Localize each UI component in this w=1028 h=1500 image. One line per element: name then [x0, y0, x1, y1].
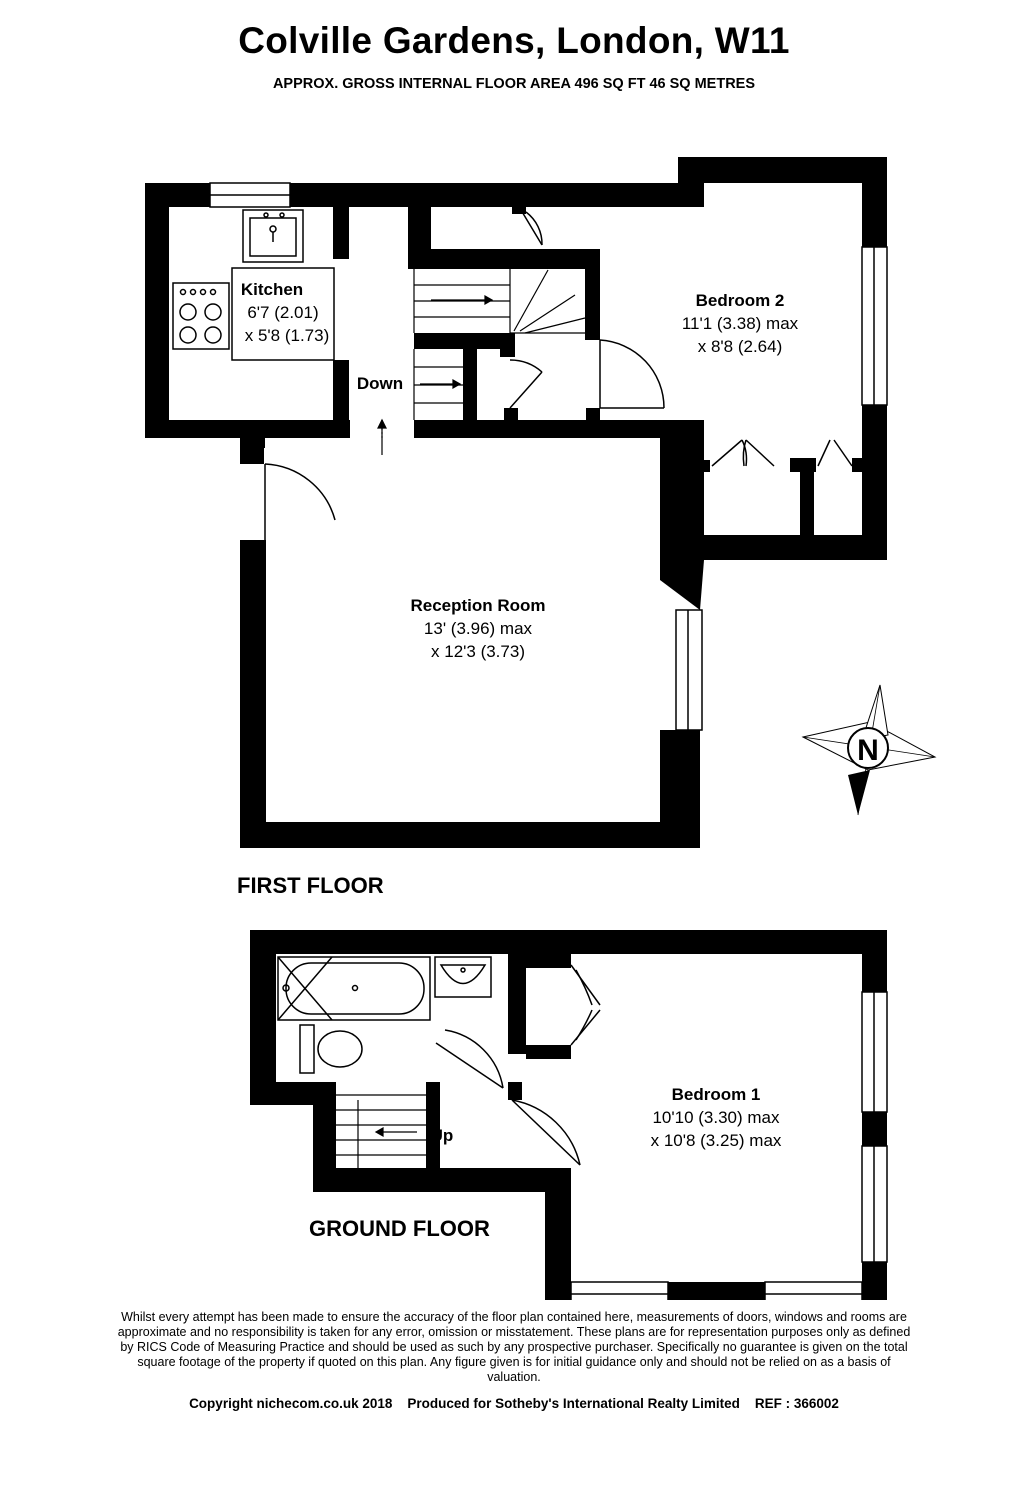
bedroom1-name: Bedroom 1 — [672, 1085, 761, 1104]
first-floor-windows — [209, 182, 888, 731]
bedroom1-dim-2: x 10'8 (3.25) max — [651, 1131, 782, 1150]
kitchen-dim-1: 6'7 (2.01) — [247, 303, 318, 322]
bathroom-fittings — [277, 956, 504, 1089]
copyright-line: Copyright nichecom.co.uk 2018 Produced f… — [189, 1396, 839, 1411]
kitchen-dim-2: x 5'8 (1.73) — [245, 326, 330, 345]
ground-floor-doors — [511, 964, 601, 1166]
first-floor-plan — [145, 157, 887, 848]
ground-floor-label: GROUND FLOOR — [309, 1216, 490, 1241]
page-title: Colville Gardens, London, W11 — [238, 20, 790, 61]
floor-plan-drawing: Kitchen 6'7 (2.01) x 5'8 (1.73) Bedroom … — [145, 157, 937, 1300]
bedroom2-dim-1: 11'1 (3.38) max — [682, 314, 799, 333]
kitchen-name: Kitchen — [241, 280, 303, 299]
ground-floor-plan — [250, 930, 887, 1300]
bedroom1-dim-1: 10'10 (3.30) max — [652, 1108, 780, 1127]
ground-floor-windows — [570, 991, 888, 1300]
bedroom2-name: Bedroom 2 — [696, 291, 785, 310]
floor-area-subtitle: APPROX. GROSS INTERNAL FLOOR AREA 496 SQ… — [272, 76, 756, 92]
bedroom2-dim-2: x 8'8 (2.64) — [698, 337, 783, 356]
compass-icon: N — [801, 684, 937, 816]
first-floor-stairs — [377, 269, 586, 455]
ground-floor-stairs — [336, 1094, 426, 1168]
first-floor-label: FIRST FLOOR — [237, 873, 384, 898]
ground-floor-stairs-label: Up — [431, 1126, 454, 1145]
kitchen-fittings — [172, 209, 335, 361]
first-floor-doors — [264, 204, 853, 540]
reception-name: Reception Room — [410, 596, 545, 615]
reception-dim-1: 13' (3.96) max — [424, 619, 533, 638]
reception-dim-2: x 12'3 (3.73) — [431, 642, 525, 661]
disclaimer-text: Whilst every attempt has been made to en… — [117, 1310, 911, 1384]
first-floor-stairs-label: Down — [357, 374, 403, 393]
compass-letter: N — [857, 734, 879, 767]
